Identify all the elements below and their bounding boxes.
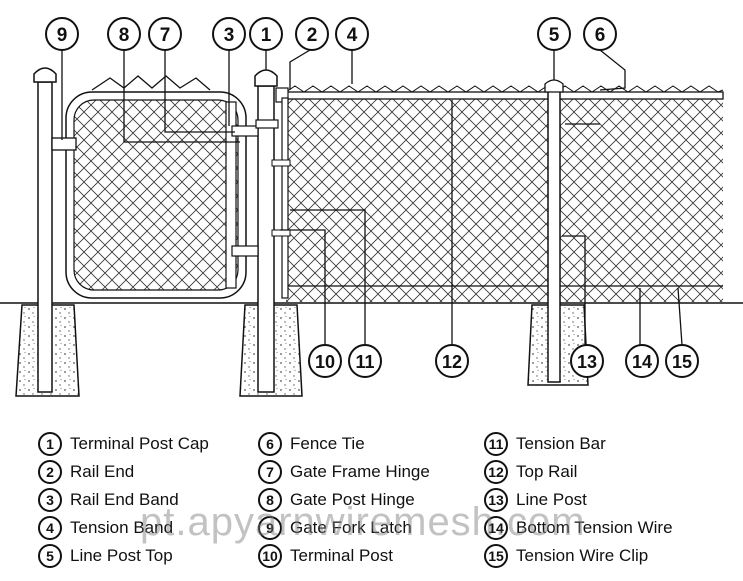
callout-7: 7 [148, 17, 182, 51]
gate-frame [65, 75, 247, 299]
terminal-post-cap [254, 69, 278, 87]
callout-1: 1 [249, 17, 283, 51]
callout-10: 10 [308, 344, 342, 378]
line-post [547, 89, 561, 383]
callout-number: 13 [577, 352, 597, 372]
callout-14: 14 [625, 344, 659, 378]
gate-fork-latch [51, 137, 77, 151]
callout-6: 6 [583, 17, 617, 51]
callout-9: 9 [45, 17, 79, 51]
tension-band-1 [271, 159, 291, 167]
callout-number: 10 [315, 352, 335, 372]
callout-number: 15 [672, 352, 692, 372]
callout-15: 15 [665, 344, 699, 378]
callout-number: 2 [307, 25, 318, 46]
callout-number: 8 [119, 25, 130, 46]
callout-13: 13 [570, 344, 604, 378]
gate-frame-hinge-lower [231, 245, 259, 257]
gate-post-hinge-upper [255, 119, 279, 129]
callout-11: 11 [348, 344, 382, 378]
callout-number: 3 [224, 25, 235, 46]
terminal-post [257, 85, 275, 393]
callout-number: 5 [549, 25, 560, 46]
callout-number: 9 [57, 25, 68, 46]
gate-post [37, 81, 53, 393]
callout-3: 3 [212, 17, 246, 51]
callout-number: 6 [595, 25, 606, 46]
callout-12: 12 [435, 344, 469, 378]
callout-5: 5 [537, 17, 571, 51]
callout-2: 2 [295, 17, 329, 51]
top-rail [285, 91, 724, 100]
leader-lines [61, 49, 683, 346]
gate-frame-hinge-upper [231, 125, 259, 137]
callout-number: 11 [355, 352, 374, 372]
callout-number: 7 [160, 25, 171, 46]
gate-post-cap [33, 67, 57, 83]
callout-number: 1 [261, 25, 272, 46]
chain-link-fabric [285, 85, 724, 302]
callout-number: 14 [632, 352, 652, 372]
callout-number: 4 [347, 25, 358, 46]
line-post-top [544, 79, 564, 93]
callout-8: 8 [107, 17, 141, 51]
tension-bar [281, 97, 289, 299]
callout-number: 12 [442, 352, 462, 372]
tension-band-2 [271, 229, 291, 237]
callout-4: 4 [335, 17, 369, 51]
